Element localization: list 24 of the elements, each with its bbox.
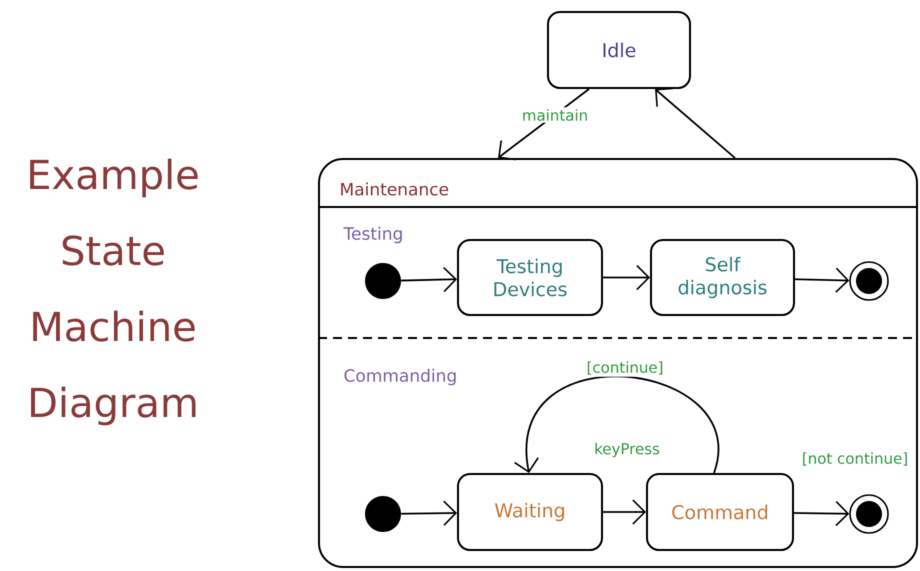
edge-label: [not continue]: [800, 450, 910, 468]
arrow: [603, 264, 650, 290]
initial-state: [365, 496, 401, 532]
arrow: [794, 501, 850, 526]
initial-state: [365, 263, 401, 299]
arrow: [514, 376, 720, 474]
state-box: Testing Devices: [457, 239, 603, 316]
state-box: Waiting: [457, 473, 603, 551]
arrow: [603, 499, 646, 525]
final-state: [849, 494, 889, 534]
edge-label: [continue]: [584, 359, 666, 377]
title: Example State Machine Diagram: [30, 158, 198, 426]
region-label: Commanding: [344, 368, 456, 386]
region-label: Testing: [344, 226, 402, 244]
arrow: [655, 88, 736, 159]
arrow: [401, 500, 457, 526]
edge-label: keyPress: [592, 440, 662, 460]
arrow: [794, 268, 850, 293]
edge-label: maintain: [520, 107, 590, 123]
arrow: [401, 266, 457, 292]
state-box: Command: [646, 473, 794, 551]
state-box: Idle: [547, 11, 691, 89]
state-box: Self diagnosis: [650, 239, 795, 316]
final-state: [849, 261, 889, 301]
